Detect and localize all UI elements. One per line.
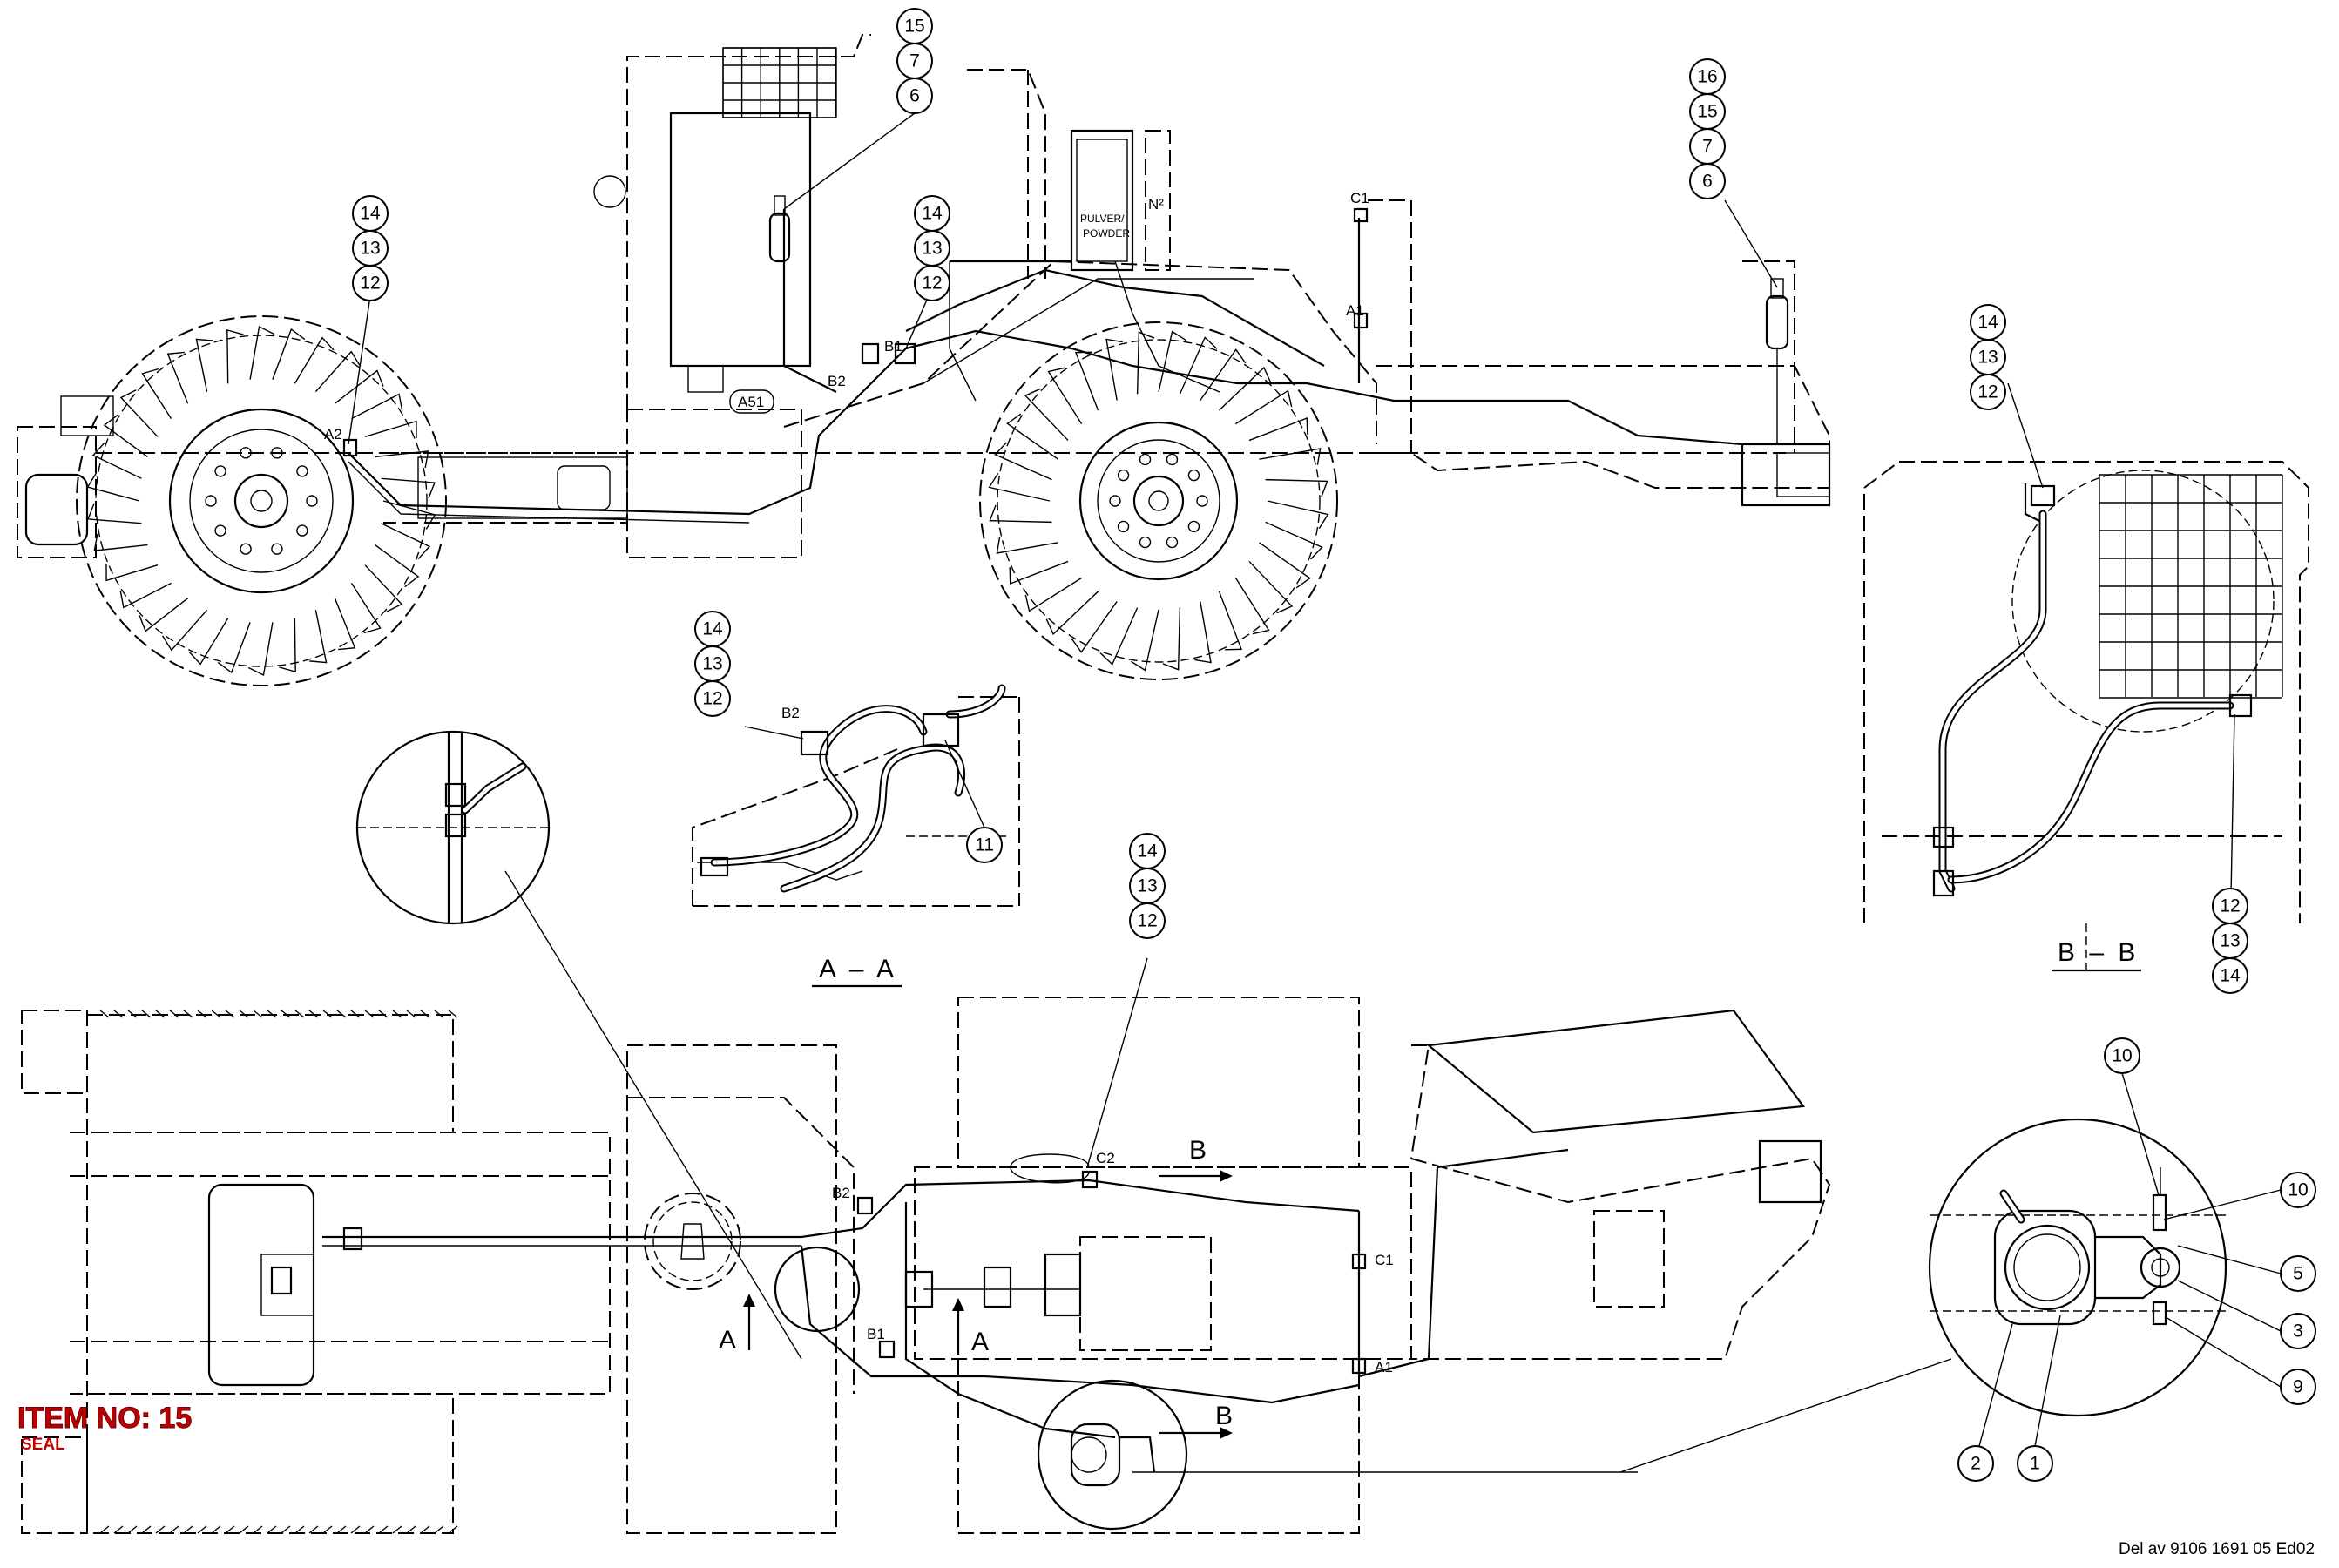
- label-n2: N²: [1148, 196, 1164, 213]
- rear-wheel: [76, 315, 447, 686]
- balloon-rl-12: 12: [360, 274, 380, 294]
- balloon-det-10b: 10: [2288, 1180, 2308, 1200]
- plan-connector-a1: [1351, 1357, 1367, 1375]
- balloon-bbt-13: 13: [1977, 348, 1998, 368]
- label-powder: POWDER: [1083, 227, 1130, 240]
- plan-label-b2: B2: [832, 1185, 850, 1201]
- balloon-plan-12: 12: [1137, 911, 1157, 931]
- arrow-a-right: A: [971, 1328, 989, 1356]
- balloon-aa-14: 14: [702, 619, 723, 639]
- plan-label-c1: C1: [1375, 1252, 1394, 1268]
- item-number-title: ITEM NO: 15: [17, 1402, 193, 1435]
- balloon-det-10a: 10: [2112, 1046, 2132, 1066]
- section-a-a-view: B2 A – A: [692, 684, 1020, 988]
- balloons-rear-left: 14 13 12: [352, 195, 389, 301]
- arrow-a-left: A: [719, 1326, 736, 1355]
- label-c1: C1: [1350, 190, 1369, 206]
- balloons-plan: 14 13 12: [1129, 833, 1166, 939]
- balloon-aa-13: 13: [702, 654, 722, 674]
- balloons-mid: 14 13 12: [914, 195, 950, 301]
- balloon-det-5: 5: [2293, 1264, 2303, 1284]
- balloons-bb-top: 14 13 12: [1970, 304, 2006, 410]
- plan-label-c2: C2: [1096, 1150, 1115, 1166]
- plan-connector-b1: [878, 1340, 896, 1359]
- plan-connector-c2: [1081, 1170, 1099, 1189]
- balloon-r-16: 16: [1697, 67, 1717, 87]
- seal-housing: [1993, 1209, 2097, 1326]
- connector-a2: [342, 438, 358, 457]
- operator-cab: [593, 34, 871, 558]
- balloon-bbb-13: 13: [2220, 931, 2240, 951]
- section-b-b-title: B – B: [2058, 938, 2139, 967]
- balloon-bbt-12: 12: [1977, 382, 1998, 402]
- detail-circle-upper: [355, 730, 802, 1360]
- side-elevation-view: A2 B2 B1 A1 C1 A51 PULVER/ POWDER N²: [17, 34, 1831, 686]
- front-wheel: [979, 321, 1338, 680]
- plan-label-b1: B1: [867, 1326, 885, 1342]
- balloon-det-9: 9: [2293, 1377, 2303, 1397]
- seal-detail-circle: [1928, 1118, 2227, 1417]
- arrow-b-top: B: [1189, 1136, 1207, 1165]
- plan-view: A A B B B2 B1 C2 C1 A1: [21, 997, 1952, 1534]
- balloon-rl-14: 14: [360, 204, 381, 224]
- section-a-a-title: A – A: [819, 955, 897, 983]
- balloon-bbt-14: 14: [1977, 313, 1998, 333]
- extinguisher-cab: [768, 195, 791, 263]
- label-a1: A1: [1346, 302, 1364, 319]
- balloon-aa-12: 12: [702, 689, 722, 709]
- balloon-rl-13: 13: [360, 239, 380, 259]
- balloon-mid-12: 12: [922, 274, 942, 294]
- balloon-mid-14: 14: [922, 204, 943, 224]
- balloons-cab: 15 7 6: [896, 8, 933, 114]
- balloon-mid-13: 13: [922, 239, 942, 259]
- balloon-cab-7: 7: [909, 51, 920, 71]
- label-b1: B1: [884, 338, 902, 355]
- connector-b1: [894, 342, 916, 365]
- label-pulver: PULVER/: [1080, 213, 1125, 225]
- balloon-r-7: 7: [1702, 137, 1713, 157]
- balloon-plan-14: 14: [1137, 841, 1158, 862]
- plan-label-a1: A1: [1375, 1359, 1393, 1375]
- plan-connector-b2: [856, 1196, 874, 1215]
- balloon-cab-15: 15: [904, 17, 924, 37]
- balloon-det-2: 2: [1971, 1454, 1981, 1474]
- balloons-seal-detail: 10 10 5 3 9 2 1: [1957, 1037, 2316, 1482]
- balloons-bb-bottom: 12 13 14: [2212, 888, 2248, 994]
- bb-connector-top: [2030, 484, 2056, 507]
- section-b-b-view: B – B: [1863, 461, 2309, 976]
- label-b2: B2: [828, 373, 846, 389]
- connector-a1: [1353, 312, 1369, 329]
- label-a2: A2: [324, 426, 342, 443]
- item-description: SEAL: [21, 1436, 65, 1454]
- extinguisher-front: [1765, 278, 1789, 444]
- aa-label-b2: B2: [781, 705, 800, 721]
- connector-b2: [861, 342, 880, 365]
- bb-connector-bottom: [1932, 826, 1955, 848]
- arrow-b-bottom: B: [1215, 1402, 1233, 1430]
- aa-connector-b2: [800, 730, 829, 756]
- aa-valve-block: [922, 713, 960, 747]
- bb-connector-right: [2228, 693, 2253, 718]
- label-a51: A51: [738, 394, 764, 410]
- balloon-r-15: 15: [1697, 102, 1717, 122]
- balloon-bbb-12: 12: [2220, 896, 2240, 916]
- document-reference: Del av 9106 1691 05 Ed02: [2119, 1540, 2315, 1558]
- balloon-aa-11: 11: [975, 835, 994, 855]
- balloon-det-1: 1: [2030, 1454, 2040, 1474]
- balloon-det-3: 3: [2293, 1321, 2303, 1342]
- balloon-r-6: 6: [1702, 172, 1713, 192]
- balloons-right: 16 15 7 6: [1689, 58, 1726, 199]
- balloon-plan-13: 13: [1137, 876, 1157, 896]
- balloon-bbb-14: 14: [2220, 966, 2241, 986]
- balloons-aa: 14 13 12 11: [694, 611, 1003, 863]
- plan-connector-c1: [1351, 1253, 1367, 1270]
- connector-c1: [1353, 207, 1369, 223]
- balloon-cab-6: 6: [909, 86, 920, 106]
- leader-lines: [348, 112, 2282, 1447]
